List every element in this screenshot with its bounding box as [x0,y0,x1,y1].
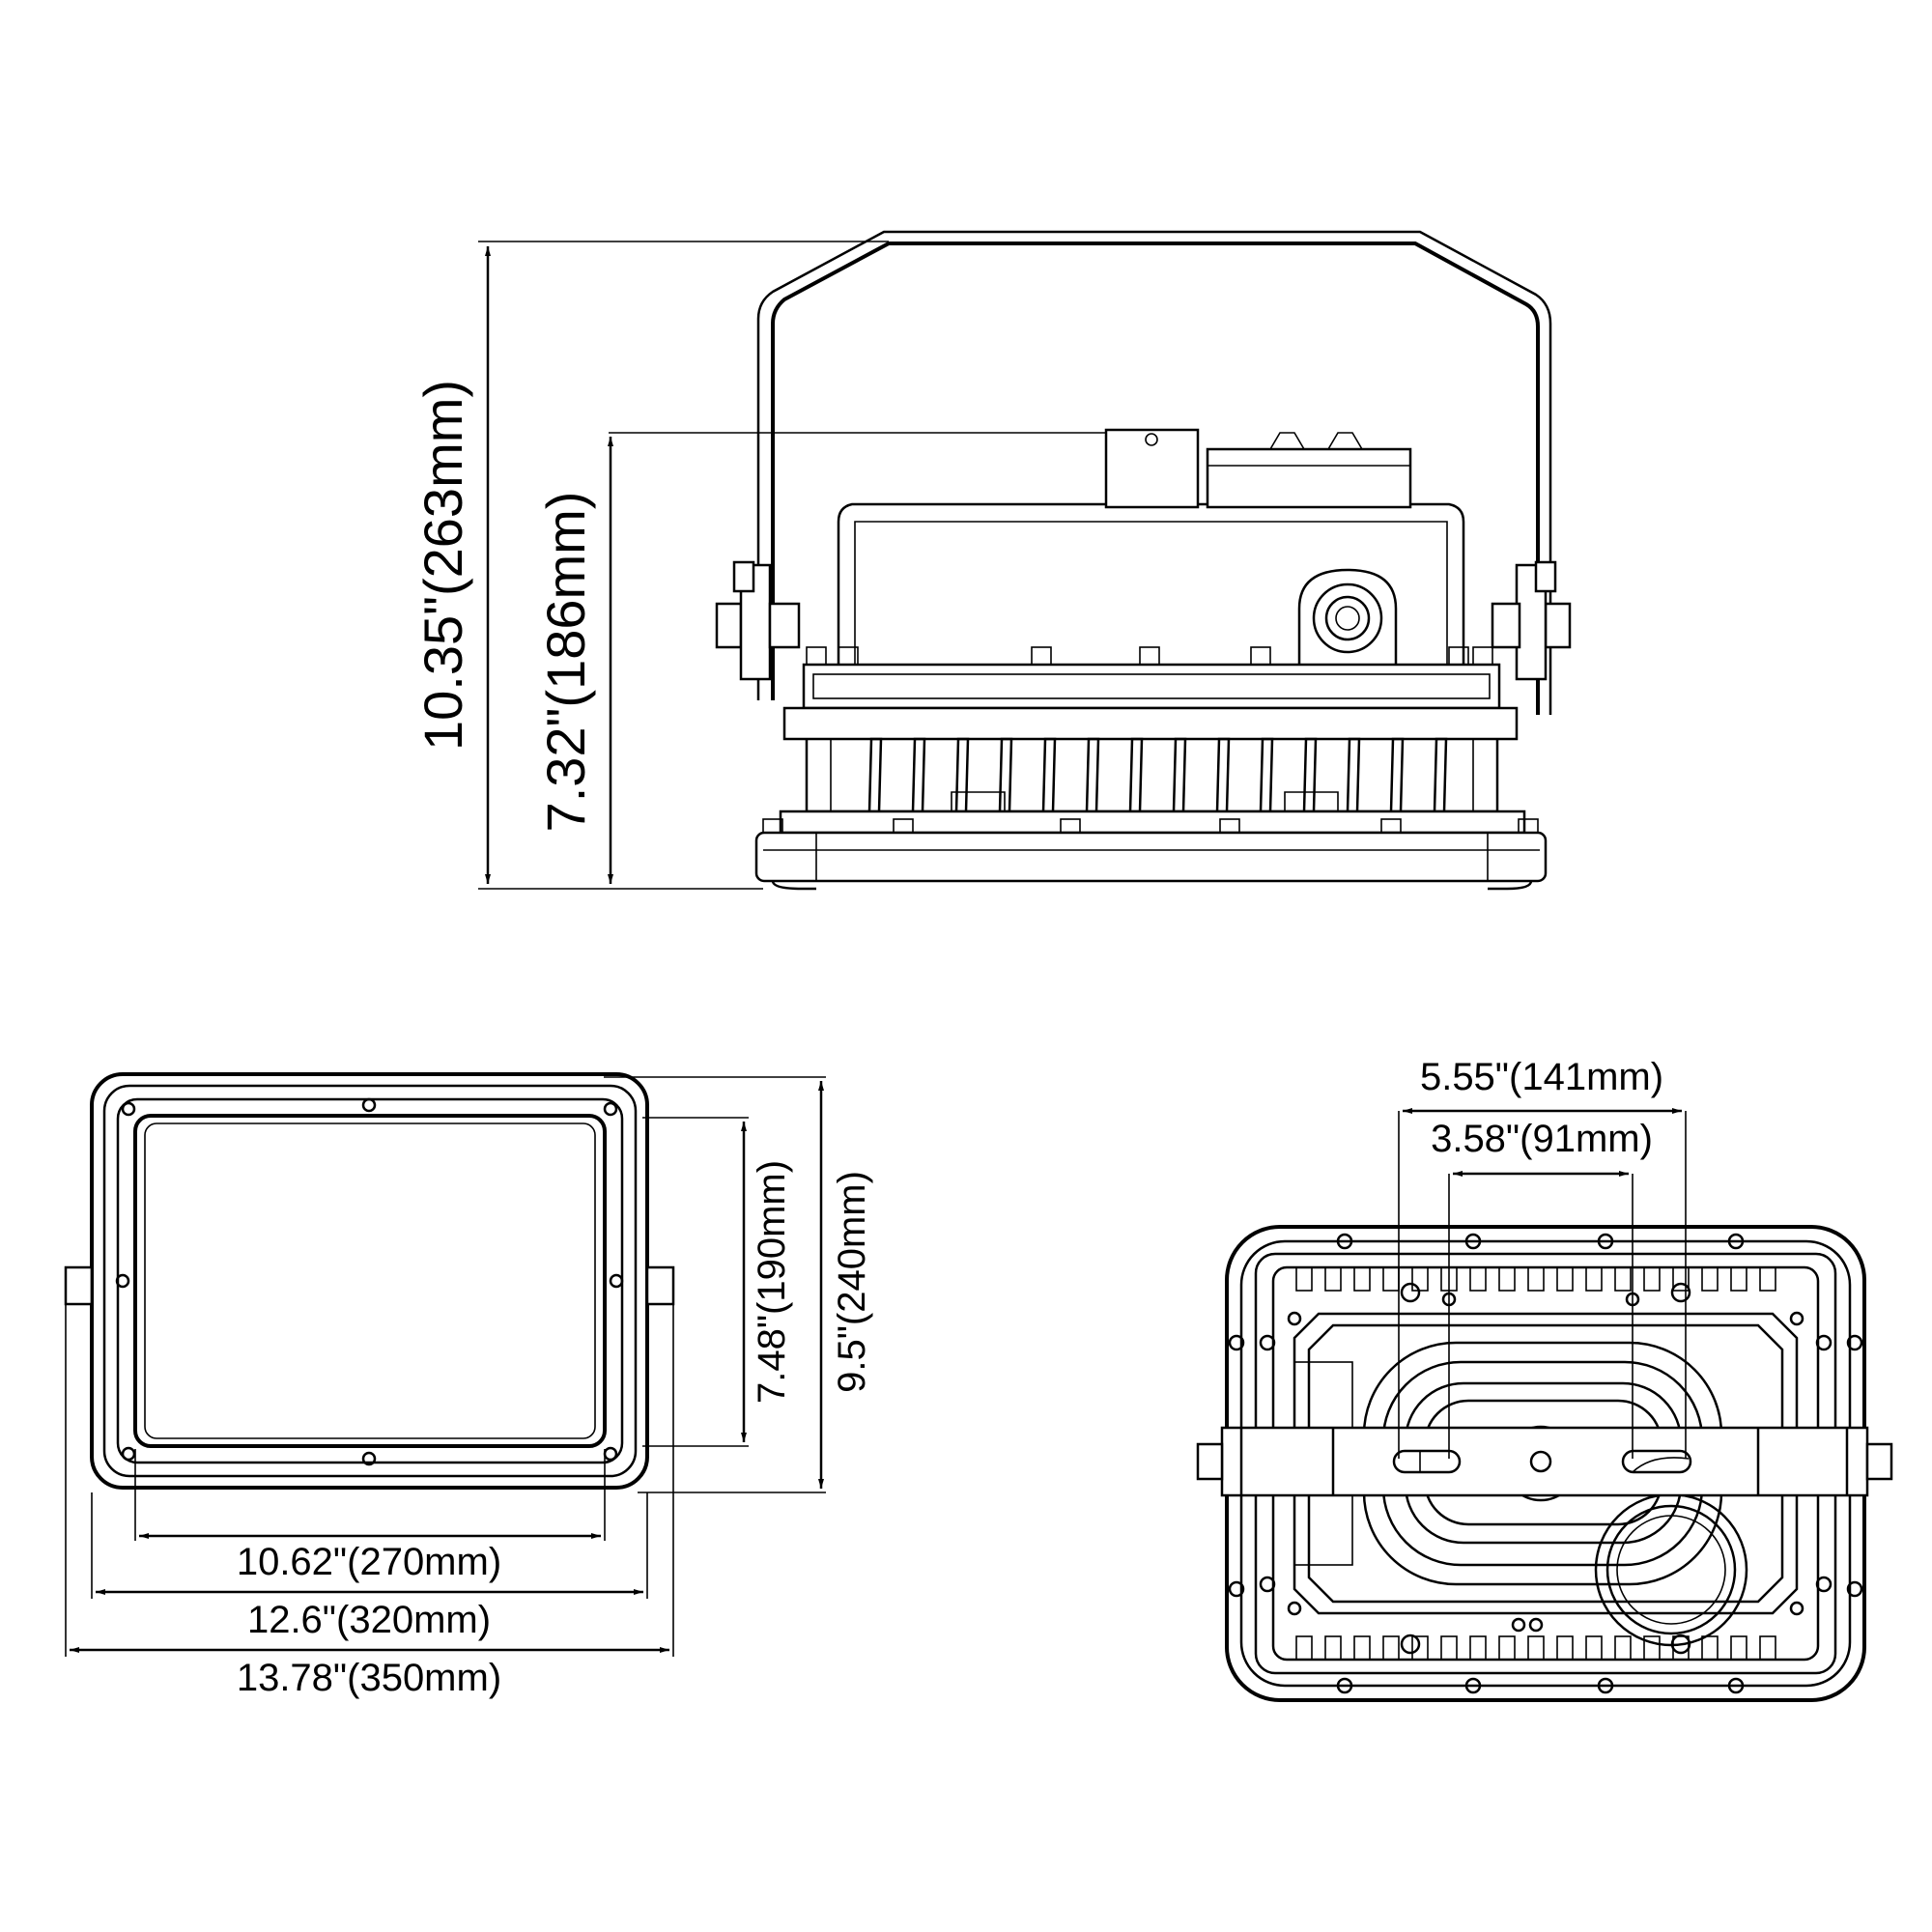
heat-sink [782,706,1519,813]
front-outer-frame [90,1072,649,1490]
lower-flange [779,810,1526,835]
side-total-height-label: 10.35"(263mm) [412,380,473,751]
rear-view: 5.55"(141mm) 3.58"(91mm) [1196,1056,1893,1702]
yoke-bracket [771,242,1540,715]
rear-outer-slot-spacing-label: 5.55"(141mm) [1420,1056,1663,1098]
side-body-height-label: 7.32"(186mm) [535,492,596,833]
front-total-width-label: 13.78"(350mm) [237,1657,501,1699]
cable-gland [1297,568,1398,668]
rear-fins [1295,1266,1776,1661]
front-inner-height-label: 7.48"(190mm) [751,1160,793,1404]
rear-right-knob [1865,1442,1893,1481]
front-lens-frame [754,831,1548,883]
front-inner-width-label: 10.62"(270mm) [237,1541,501,1583]
center-mounting-hole [1529,1450,1552,1473]
side-view: 10.35"(263mm) 7.32"(186mm) [412,230,1572,891]
rear-inner-slot-spacing-label: 3.58"(91mm) [1431,1118,1653,1160]
front-body-width-label: 12.6"(320mm) [247,1599,491,1641]
front-lens [133,1114,607,1448]
front-view: 10.62"(270mm) 12.6"(320mm) 13.78"(350mm)… [64,1072,873,1699]
front-left-knob [64,1265,94,1306]
front-right-knob [645,1265,675,1306]
rear-left-knob [1196,1442,1224,1481]
left-pivot-knob [715,560,801,681]
mid-flange [802,663,1501,710]
junction-box [1104,428,1200,509]
right-pivot-knob [1491,560,1572,681]
left-mounting-slot [1392,1449,1462,1474]
front-total-height-label: 9.5"(240mm) [831,1171,873,1393]
